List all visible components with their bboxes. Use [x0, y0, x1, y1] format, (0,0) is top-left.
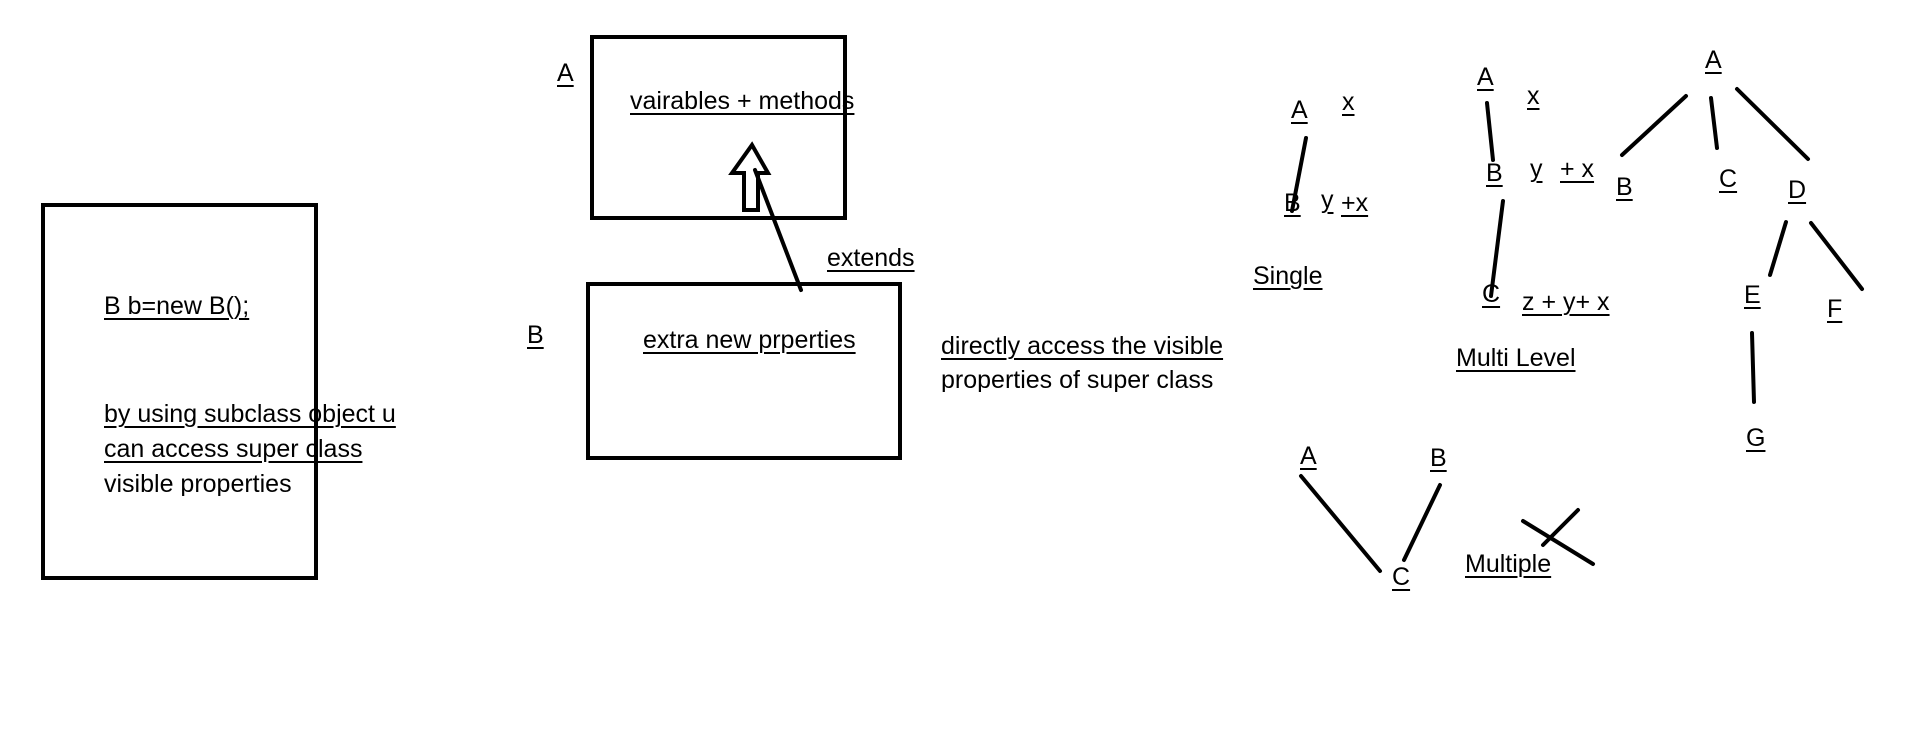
multiple-node-b: B — [1430, 444, 1447, 472]
multiple-link-b-c — [1402, 483, 1442, 562]
single-member-b-y: y — [1321, 186, 1334, 214]
tree-node-a: A — [1705, 46, 1722, 74]
superclass-name: A — [557, 59, 574, 87]
single-member-a: x — [1342, 88, 1355, 116]
multilevel-member-c: z + y+ x — [1522, 288, 1610, 316]
subclass-name: B — [527, 321, 544, 349]
tree-link-a-b — [1620, 94, 1688, 157]
object-note-line-3: visible properties — [104, 470, 292, 496]
extends-label: extends — [827, 244, 915, 272]
multiple-title: Multiple — [1465, 550, 1552, 578]
access-note-line-1: directly access the visible — [941, 332, 1224, 360]
tree-node-d: D — [1788, 176, 1807, 204]
multilevel-member-a: x — [1527, 82, 1540, 110]
multilevel-member-b-y: y — [1530, 155, 1543, 183]
single-node-a: A — [1291, 96, 1308, 124]
multilevel-link-a-b — [1485, 101, 1495, 162]
single-title: Single — [1253, 262, 1323, 290]
object-box — [41, 203, 318, 580]
subclass-box — [586, 282, 902, 460]
tree-node-c: C — [1719, 165, 1738, 193]
multilevel-node-a: A — [1477, 63, 1494, 91]
object-note-line-2: can access super class — [104, 435, 363, 463]
multiple-link-a-c — [1299, 474, 1382, 573]
superclass-box — [590, 35, 847, 220]
cross-mark-stroke-1 — [1521, 519, 1595, 566]
tree-link-a-d — [1735, 87, 1810, 161]
multilevel-member-b-x: + x — [1560, 155, 1595, 183]
access-note-line-2: properties of super class — [941, 366, 1214, 392]
tree-link-a-c — [1709, 96, 1719, 150]
object-note-line-1: by using subclass object u — [104, 400, 396, 428]
tree-link-d-e — [1768, 220, 1788, 277]
tree-link-d-f — [1809, 221, 1864, 291]
multilevel-node-c: C — [1482, 280, 1501, 308]
superclass-contents: vairables + methods — [630, 87, 855, 115]
extends-arrow-line — [753, 168, 803, 292]
object-creation-code: B b=new B(); — [104, 292, 250, 320]
subclass-contents: extra new prperties — [643, 326, 856, 354]
tree-node-e: E — [1744, 281, 1761, 309]
multiple-node-c: C — [1392, 563, 1411, 591]
single-member-b-x: +x — [1341, 189, 1369, 217]
tree-node-f: F — [1827, 295, 1843, 323]
tree-link-e-g — [1750, 331, 1756, 404]
cross-mark-stroke-2 — [1541, 508, 1580, 547]
multilevel-link-b-c — [1489, 199, 1505, 298]
tree-node-g: G — [1746, 424, 1766, 452]
multilevel-title: Multi Level — [1456, 344, 1576, 372]
extends-arrow-head — [728, 141, 772, 212]
tree-node-b: B — [1616, 173, 1633, 201]
multiple-node-a: A — [1300, 442, 1317, 470]
single-link-a-b — [1290, 136, 1308, 213]
multilevel-node-b: B — [1486, 159, 1503, 187]
single-node-b: B — [1284, 189, 1301, 217]
